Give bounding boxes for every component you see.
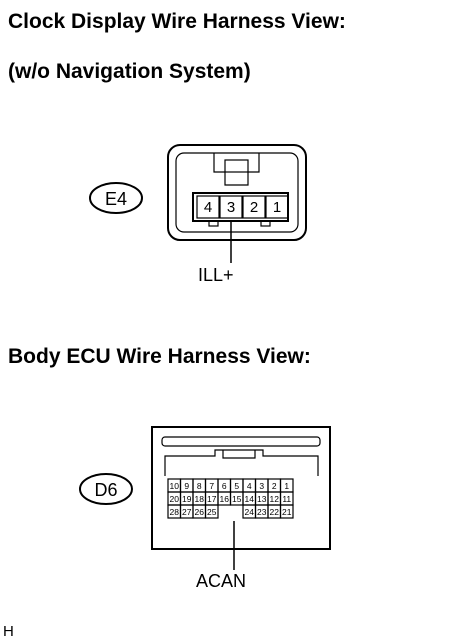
d6-pin-number: 3 <box>259 481 264 491</box>
d6-pin-number: 25 <box>207 507 217 517</box>
d6-pin-number: 24 <box>245 507 255 517</box>
d6-pin-cell <box>204 504 219 519</box>
d6-pin-number: 7 <box>209 481 214 491</box>
e4-housing-inner <box>175 152 299 233</box>
footer-code: H <box>3 623 14 640</box>
d6-top-rail <box>161 436 321 447</box>
d6-lock-outline <box>164 449 319 476</box>
d6-pin-number: 13 <box>257 494 267 504</box>
d6-pin-number: 4 <box>247 481 252 491</box>
d6-lock-inner <box>222 450 256 459</box>
e4-pin-number: 1 <box>273 199 281 216</box>
d6-pin-cell <box>279 504 294 519</box>
e4-id-oval <box>89 182 143 214</box>
d6-pin-number: 1 <box>284 481 289 491</box>
e4-key-right <box>260 220 271 227</box>
d6-id-oval <box>79 473 133 505</box>
navigation-note: (w/o Navigation System) <box>8 60 251 83</box>
d6-pin-number: 16 <box>220 494 230 504</box>
d6-pin-number: 23 <box>257 507 267 517</box>
acan-label: ACAN <box>196 571 247 591</box>
e4-id-label: E4 <box>105 189 127 209</box>
d6-pin-number: 12 <box>270 494 280 504</box>
d6-pin-number: 10 <box>170 481 180 491</box>
e4-pin-cell <box>219 195 243 219</box>
d6-pin-number: 28 <box>170 507 180 517</box>
d6-pin-number: 19 <box>182 494 192 504</box>
d6-pin-number: 14 <box>245 494 255 504</box>
e4-key-left <box>208 220 219 227</box>
d6-pin-number: 26 <box>195 507 205 517</box>
ill-plus-label: ILL+ <box>198 265 234 285</box>
e4-pin-number: 2 <box>250 199 258 216</box>
d6-pin-number: 27 <box>182 507 192 517</box>
d6-pin-number: 2 <box>272 481 277 491</box>
clock-display-heading: Clock Display Wire Harness View: <box>8 10 346 33</box>
e4-pin-number: 3 <box>227 199 235 216</box>
d6-id-label: D6 <box>94 480 117 500</box>
e4-lock-tab <box>213 153 260 186</box>
d6-pin-number: 20 <box>170 494 180 504</box>
d6-pin-number: 9 <box>184 481 189 491</box>
d6-pin-number: 18 <box>195 494 205 504</box>
d6-housing <box>151 426 331 550</box>
d6-pin-number: 5 <box>234 481 239 491</box>
d6-pin-number: 17 <box>207 494 217 504</box>
d6-pin-number: 22 <box>270 507 280 517</box>
e4-pin-number: 4 <box>204 199 212 216</box>
e4-pin-cell <box>196 195 220 219</box>
e4-housing <box>167 144 307 241</box>
d6-pin-number: 6 <box>222 481 227 491</box>
d6-pin-number: 8 <box>197 481 202 491</box>
d6-pin-number: 15 <box>232 494 242 504</box>
e4-pin-cell <box>242 195 266 219</box>
d6-pin-number: 11 <box>282 494 291 504</box>
body-ecu-heading: Body ECU Wire Harness View: <box>8 345 311 368</box>
e4-lock-inner <box>224 159 249 173</box>
d6-pin-number: 21 <box>282 507 292 517</box>
e4-pin-cell <box>265 195 289 219</box>
